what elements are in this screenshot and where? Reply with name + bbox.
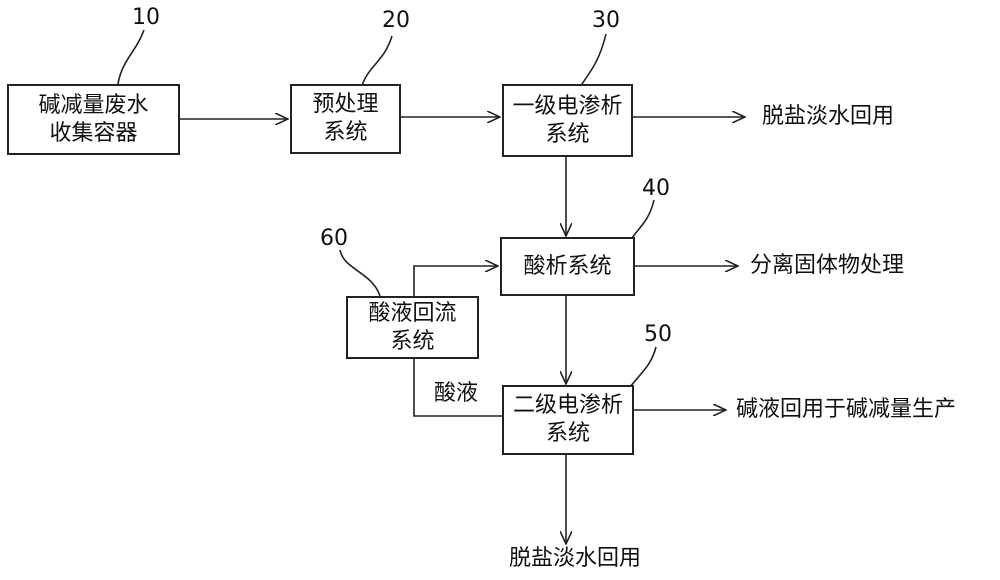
acid-output-label: 分离固体物处理	[750, 253, 905, 278]
collector-box: 碱减量废水 收集容器	[7, 84, 180, 155]
number-30: 30	[592, 8, 620, 33]
number-20: 20	[382, 8, 410, 33]
leader-10	[117, 29, 145, 85]
ed1-line-2: 系统	[545, 121, 590, 147]
ed2-down-output-label: 脱盐淡水回用	[509, 546, 642, 571]
pretreat-box: 预处理 系统	[290, 84, 401, 154]
reflux-box: 酸液回流 系统	[346, 296, 479, 359]
ed2-line-1: 二级电渗析	[512, 393, 623, 418]
ed2-box: 二级电渗析 系统	[502, 385, 634, 455]
acid-box: 酸析系统	[500, 237, 635, 296]
line-ed2-to-reflux	[413, 359, 502, 417]
acid-line-1: 酸析系统	[523, 253, 612, 279]
leader-60	[339, 249, 381, 297]
number-40: 40	[642, 176, 670, 201]
leader-20	[361, 35, 393, 87]
ed2-output-label: 碱液回用于碱减量生产	[736, 397, 957, 422]
pretreat-line-1: 预处理	[312, 92, 379, 117]
reflux-line-1: 酸液回流	[368, 300, 457, 326]
ed1-line-1: 一级电渗析	[512, 93, 623, 119]
collector-line-2: 收集容器	[49, 120, 138, 146]
pretreat-line-2: 系统	[323, 120, 368, 145]
ed2-line-2: 系统	[545, 421, 590, 446]
number-60: 60	[320, 226, 348, 251]
acid-liquid-label: 酸液	[434, 381, 479, 406]
number-10: 10	[132, 5, 160, 30]
number-50: 50	[644, 322, 672, 347]
collector-line-1: 碱减量废水	[38, 92, 149, 118]
ed1-box: 一级电渗析 系统	[502, 84, 633, 157]
arrow-reflux-to-acid	[413, 266, 498, 297]
reflux-line-2: 系统	[390, 328, 435, 354]
ed1-output-label: 脱盐淡水回用	[762, 104, 895, 129]
